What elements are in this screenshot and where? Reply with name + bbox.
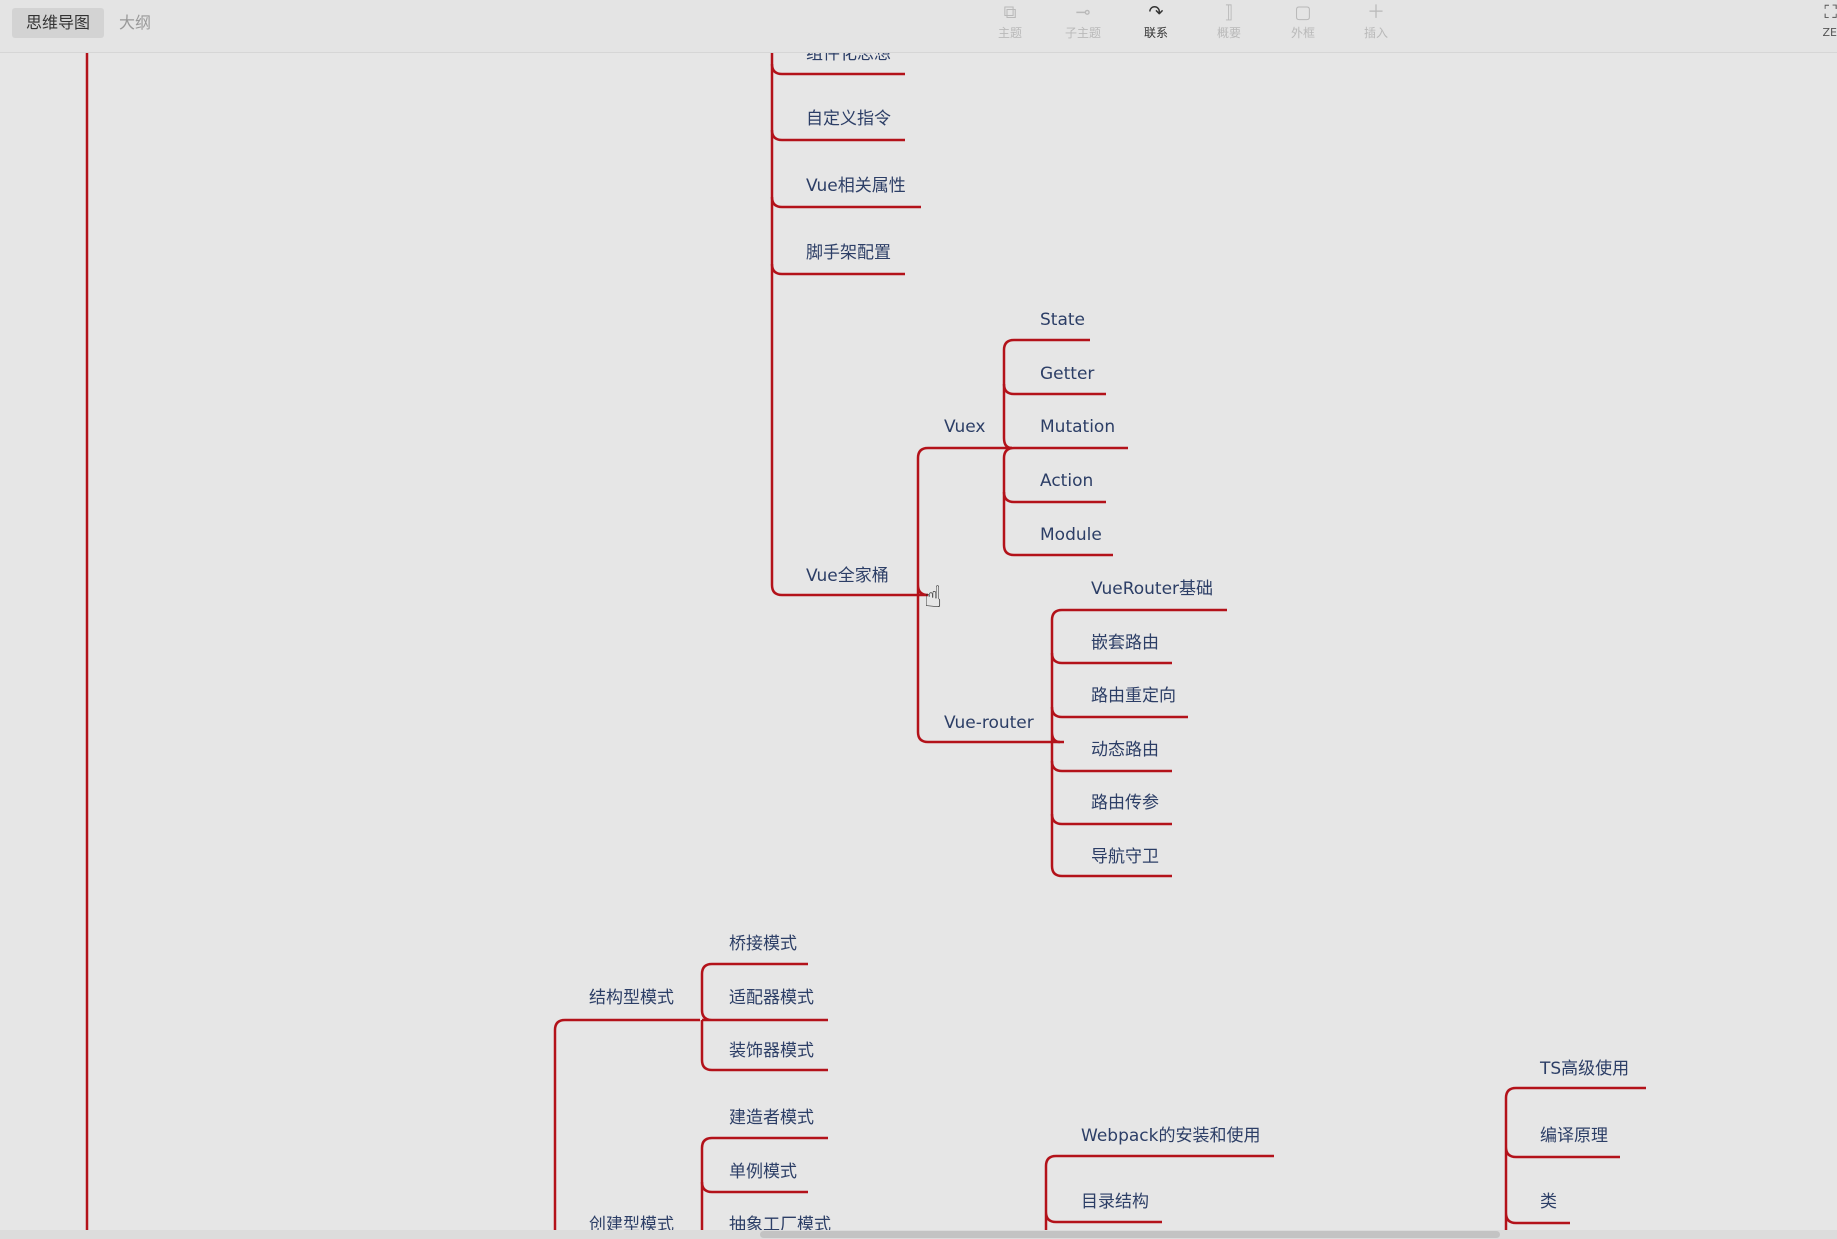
node-structural[interactable]: 结构型模式 (589, 988, 674, 1008)
node-vue-props[interactable]: Vue相关属性 (806, 176, 906, 196)
underline-route-params (1050, 813, 1172, 826)
underline-vue-props (770, 196, 921, 209)
underline-scaffold (770, 263, 905, 276)
boundary-label: 外框 (1290, 26, 1315, 40)
topic-label: 主题 (997, 26, 1022, 40)
branch-lines (85, 52, 1646, 1239)
vue-family-children-line (916, 446, 1060, 744)
fullscreen-icon: ⛶ (1824, 2, 1837, 23)
node-webpack-install[interactable]: Webpack的安装和使用 (1081, 1126, 1261, 1146)
router-children-line (1050, 608, 1227, 878)
node-action[interactable]: Action (1040, 471, 1094, 491)
patterns-branch-line (553, 1018, 700, 1239)
vue-branch-line (770, 52, 783, 597)
underline-dynamic-route (1050, 760, 1172, 773)
underline-nested-route (1050, 652, 1172, 665)
node-bridge[interactable]: 桥接模式 (729, 934, 797, 954)
boundary-button[interactable]: ▢ 外框 (1273, 0, 1333, 40)
subtopic-label: 子主题 (1064, 26, 1101, 40)
summary-icon: ⟧ (1224, 2, 1234, 23)
node-vue-router[interactable]: Vue-router (944, 713, 1034, 733)
node-nested-route[interactable]: 嵌套路由 (1091, 633, 1159, 653)
node-module[interactable]: Module (1040, 525, 1102, 545)
horizontal-scrollbar[interactable] (0, 1230, 1837, 1239)
node-ts-advanced[interactable]: TS高级使用 (1540, 1059, 1630, 1079)
node-dir-structure[interactable]: 目录结构 (1081, 1192, 1149, 1212)
insert-icon: ＋ (1367, 2, 1385, 23)
summary-label: 概要 (1216, 26, 1241, 40)
node-custom-directive[interactable]: 自定义指令 (806, 109, 891, 129)
zen-mode-button[interactable]: ⛶ ZE (1815, 0, 1837, 40)
zen-label: ZE (1822, 26, 1837, 39)
node-adapter[interactable]: 适配器模式 (729, 988, 814, 1008)
underline-action (1002, 491, 1106, 504)
node-redirect[interactable]: 路由重定向 (1091, 686, 1176, 706)
underline-redirect (1050, 706, 1188, 719)
topic-button[interactable]: ⧉ 主题 (980, 0, 1040, 40)
node-component[interactable]: 组件化思想 (806, 44, 891, 64)
relationship-icon: ↷ (1148, 2, 1164, 23)
node-router-basic[interactable]: VueRouter基础 (1091, 579, 1214, 599)
relationship-button[interactable]: ↷ 联系 (1126, 0, 1186, 40)
node-vuex[interactable]: Vuex (944, 417, 986, 437)
boundary-icon: ▢ (1294, 2, 1312, 23)
underline-singleton (700, 1181, 808, 1194)
node-vue-family[interactable]: Vue全家桶 (806, 566, 889, 586)
subtopic-icon: ⊸ (1075, 2, 1091, 23)
underline-getter (1002, 383, 1106, 396)
subtopic-button[interactable]: ⊸ 子主题 (1053, 0, 1113, 40)
insert-label: 插入 (1363, 26, 1388, 40)
tab-mindmap[interactable]: 思维导图 (12, 8, 105, 38)
relationship-label: 联系 (1143, 26, 1168, 40)
node-nav-guard[interactable]: 导航守卫 (1091, 847, 1159, 867)
node-route-params[interactable]: 路由传参 (1091, 793, 1159, 813)
node-decorator[interactable]: 装饰器模式 (729, 1041, 814, 1061)
structural-children-line (700, 962, 828, 1072)
scrollbar-thumb[interactable] (760, 1231, 1500, 1238)
node-mutation[interactable]: Mutation (1040, 417, 1116, 437)
node-scaffold[interactable]: 脚手架配置 (806, 243, 891, 263)
topic-icon: ⧉ (1003, 2, 1017, 23)
vuex-children-line (1002, 338, 1128, 557)
node-dynamic-route[interactable]: 动态路由 (1091, 740, 1159, 760)
top-toolbar: 思维导图 大纲 ⧉ 主题 ⊸ 子主题 ↷ 联系 ⟧ 概要 ▢ 外框 ＋ 插入 ⛶… (0, 0, 1837, 53)
creational-children-line (700, 1136, 828, 1239)
node-builder[interactable]: 建造者模式 (729, 1108, 814, 1128)
node-singleton[interactable]: 单例模式 (729, 1162, 797, 1182)
node-getter[interactable]: Getter (1040, 364, 1095, 384)
underline-component (770, 63, 905, 76)
node-class[interactable]: 类 (1540, 1192, 1557, 1212)
webpack-children-line (1044, 1154, 1274, 1239)
tab-outline[interactable]: 大纲 (119, 13, 152, 32)
insert-button[interactable]: ＋ 插入 (1346, 0, 1406, 40)
underline-custom-directive (770, 129, 905, 142)
summary-button[interactable]: ⟧ 概要 (1199, 0, 1259, 40)
node-compile-principle[interactable]: 编译原理 (1540, 1126, 1608, 1146)
node-state[interactable]: State (1040, 310, 1085, 330)
hand-cursor-icon: ☝ (924, 580, 943, 615)
ts-children-line (1504, 1086, 1646, 1239)
